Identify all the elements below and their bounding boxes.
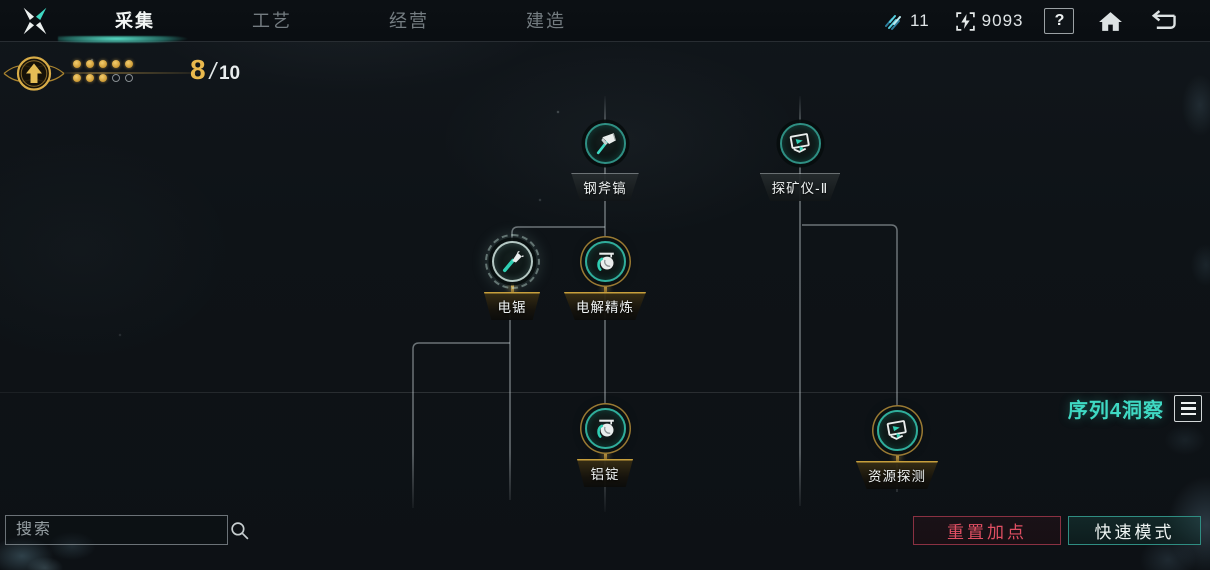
chainsaw-icon xyxy=(502,250,524,273)
points-current: 8 xyxy=(190,54,206,85)
axe-pick-icon xyxy=(596,133,616,155)
tab-collect[interactable]: 采集 xyxy=(100,0,170,42)
hamburger-icon xyxy=(1180,401,1196,405)
back-button[interactable] xyxy=(1144,6,1178,36)
resource-energy: 9093 xyxy=(955,11,1024,32)
skill-node-aluminum-ingot[interactable]: 铝锭 xyxy=(555,408,655,487)
tab-craft[interactable]: 工艺 xyxy=(252,11,292,31)
upgrade-emblem-icon xyxy=(3,56,65,91)
section-divider-line xyxy=(0,392,1210,393)
series-insight-badge: 序列4洞察 xyxy=(1068,394,1202,423)
skill-node-circle xyxy=(584,241,626,282)
skill-node-resource-detection[interactable]: 资源探测 xyxy=(847,410,947,489)
skill-node-label: 探矿仪-Ⅱ xyxy=(759,173,841,201)
series-insight-label: 序列4洞察 xyxy=(1067,400,1164,422)
node-stem xyxy=(510,283,514,292)
node-stem xyxy=(603,450,607,459)
crucible-icon xyxy=(596,419,614,438)
home-button[interactable] xyxy=(1093,6,1127,36)
tab-build[interactable]: 建造 xyxy=(526,11,566,31)
points-counter: 8 / 10 xyxy=(190,54,240,86)
skill-node-circle xyxy=(584,123,626,164)
search-input[interactable] xyxy=(6,521,229,539)
skill-node-circle xyxy=(584,408,626,449)
back-arrow-icon xyxy=(1152,9,1177,29)
skill-node-circle xyxy=(484,234,540,289)
energy-icon xyxy=(955,11,975,31)
search-icon[interactable] xyxy=(229,520,250,541)
skill-node-circle xyxy=(876,410,918,451)
points-max: 10 xyxy=(218,63,241,84)
scanner-icon xyxy=(886,420,907,440)
skill-node-label: 电解精炼 xyxy=(564,292,646,320)
tab-operate[interactable]: 经营 xyxy=(389,11,429,31)
top-right-cluster: 11 9093 ? xyxy=(882,0,1178,42)
skill-node-label: 钢斧镐 xyxy=(571,173,639,201)
top-tabs: 采集 工艺 经营 建造 xyxy=(100,0,581,42)
node-stem xyxy=(895,452,899,461)
skill-node-electrolytic-refining[interactable]: 电解精炼 xyxy=(555,241,655,320)
series-menu-button[interactable] xyxy=(1174,395,1202,422)
progress-rail xyxy=(58,72,208,74)
skill-node-prospector-2[interactable]: 探矿仪-Ⅱ xyxy=(750,123,850,201)
help-button[interactable]: ? xyxy=(1044,8,1075,34)
skill-node-label: 电锯 xyxy=(484,292,540,320)
home-icon xyxy=(1099,11,1122,31)
points-separator: / xyxy=(209,58,216,84)
scanner-icon xyxy=(789,133,810,153)
top-bar: 采集 工艺 经营 建造 11 9093 xyxy=(0,0,1210,42)
search-box xyxy=(5,515,249,545)
game-logo-icon xyxy=(23,7,47,35)
quick-mode-button[interactable]: 快速模式 xyxy=(1068,516,1201,545)
shard-icon xyxy=(885,15,901,30)
energy-count: 9093 xyxy=(981,11,1024,30)
skill-node-label: 铝锭 xyxy=(577,459,633,487)
skill-node-circle xyxy=(779,123,821,164)
reset-points-button[interactable]: 重置加点 xyxy=(913,516,1061,545)
resource-shards: 11 xyxy=(882,10,930,32)
shard-count: 11 xyxy=(910,11,930,30)
skill-node-label: 资源探测 xyxy=(856,461,938,489)
skill-node-chainsaw[interactable]: 电锯 xyxy=(462,234,562,320)
skill-node-steel-axe-pick[interactable]: 钢斧镐 xyxy=(555,123,655,201)
crucible-icon xyxy=(596,252,614,271)
node-stem xyxy=(603,283,607,292)
progress-dots xyxy=(71,58,136,86)
